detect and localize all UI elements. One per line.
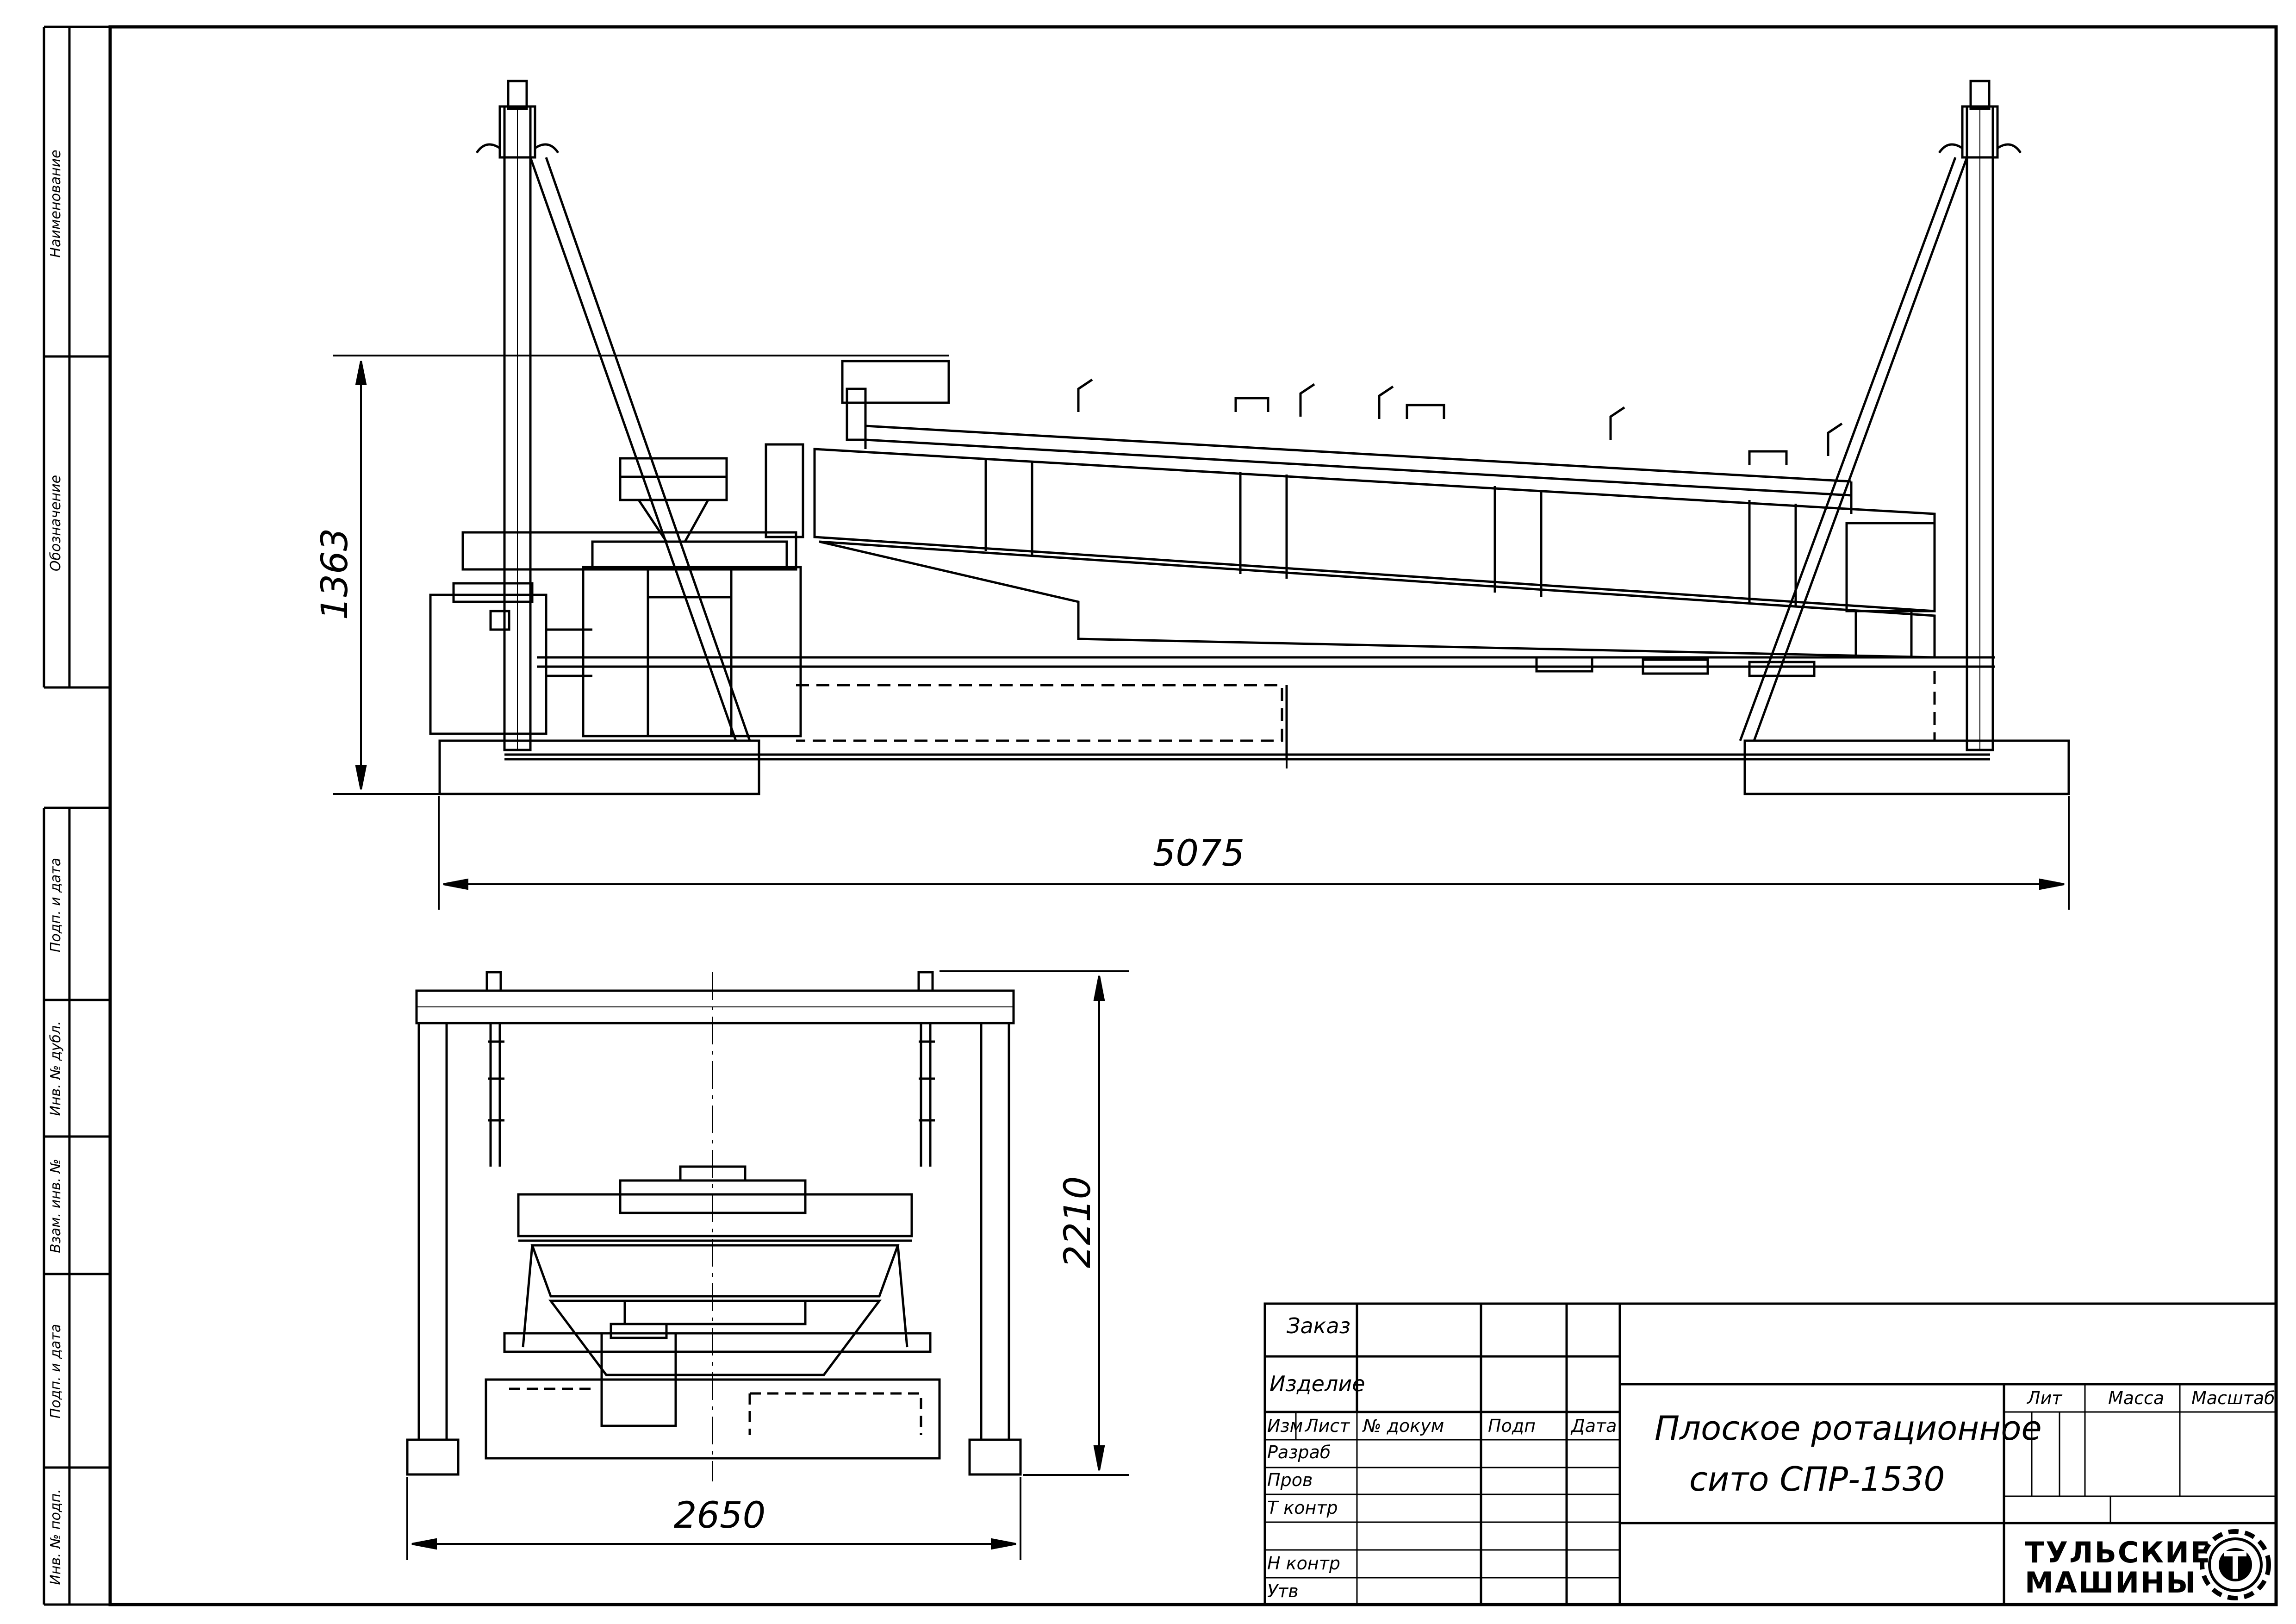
col-sign-label: Подп (1488, 1416, 1536, 1436)
order-label: Заказ (1287, 1313, 1350, 1338)
scale-label: Масштаб (2191, 1388, 2275, 1408)
drawing-title-line1: Плоское ротационное (1655, 1409, 2042, 1448)
front-view-drawing (406, 971, 1022, 1481)
role-checked-label: Пров (1267, 1470, 1313, 1490)
dim-height-side: 1363 (314, 528, 356, 620)
product-label: Изделие (1269, 1371, 1365, 1396)
col-change-label: Изм (1267, 1416, 1303, 1436)
col-docno-label: № докум (1362, 1416, 1444, 1436)
role-developed-label: Разраб (1267, 1442, 1331, 1462)
col-date-label: Дата (1570, 1416, 1617, 1436)
role-approved-label: Утв (1267, 1581, 1299, 1601)
side-label-orig-inv: Инв. № подп. (48, 1489, 64, 1585)
side-stamp (43, 25, 110, 1606)
side-label-designation: Обозначение (48, 475, 64, 571)
drawing-title-line2: сито СПР-1530 (1689, 1460, 1945, 1499)
dim-width-front: 2650 (674, 1495, 766, 1537)
side-view-drawing (429, 80, 2070, 795)
mass-label: Масса (2108, 1388, 2164, 1408)
col-sheet-label: Лист (1304, 1416, 1350, 1436)
role-norm-control-label: Н контр (1267, 1553, 1340, 1574)
sheet-frame (108, 25, 2278, 1606)
side-label-name: Наименование (48, 150, 64, 257)
side-label-sign-date-2: Подп. и дата (48, 1324, 64, 1418)
title-block (1263, 1302, 2277, 1606)
dim-height-front: 2210 (1057, 1176, 1099, 1268)
side-label-dup-inv: Инв. № дубл. (48, 1021, 64, 1116)
lit-label: Лит (2026, 1388, 2063, 1408)
side-view-dims (333, 355, 2070, 910)
company-name-line1: ТУЛЬСКИЕ (2025, 1536, 2211, 1569)
company-name-line2: МАШИНЫ (2025, 1566, 2197, 1599)
side-label-replace-inv: Взам. инв. № (48, 1159, 64, 1253)
company-gear-logo (2200, 1529, 2271, 1600)
dim-length-side: 5075 (1153, 833, 1245, 874)
role-tech-control-label: Т контр (1267, 1498, 1338, 1518)
side-label-sign-date-1: Подп. и дата (48, 858, 64, 952)
front-view-dims (406, 970, 1129, 1560)
